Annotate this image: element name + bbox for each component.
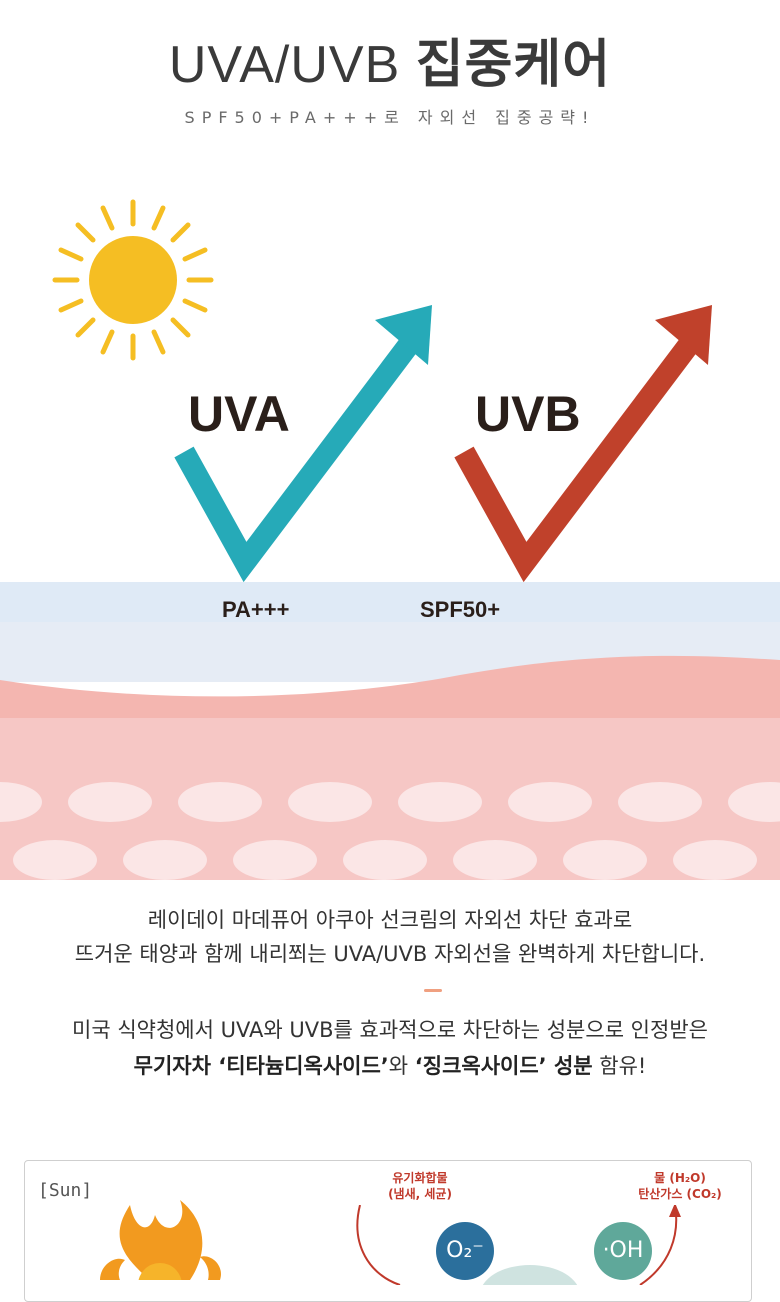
organic-compound-line-2: (냄새, 세균) xyxy=(388,1187,452,1201)
organic-compound-label: 유기화합물 (냄새, 세균) xyxy=(360,1170,480,1202)
uvb-rating: SPF50+ xyxy=(420,597,501,622)
title-latin: UVA/UVB xyxy=(168,36,401,94)
contains-text: 함유! xyxy=(592,1054,647,1078)
description-line-2: 뜨거운 태양과 함께 내리쬐는 UVA/UVB 자외선을 완벽하게 차단합니다. xyxy=(74,942,706,966)
air-layer-top xyxy=(0,582,780,622)
conjunction: 와 xyxy=(388,1054,415,1078)
ingredient-titanium: 무기자차 ‘티타늄디옥사이드’ xyxy=(133,1054,389,1078)
products-label: 물 (H₂O) 탄산가스 (CO₂) xyxy=(610,1170,750,1202)
water-label: 물 (H₂O) xyxy=(654,1171,706,1185)
description-line-4: 무기자차 ‘티타늄디옥사이드’와 ‘징크옥사이드’ 성분 함유! xyxy=(0,1049,780,1083)
title-korean: 집중케어 xyxy=(415,35,612,95)
sun-icon xyxy=(52,199,214,361)
page-subtitle: SPF50+PA+++로 자외선 집중공략! xyxy=(184,108,596,127)
description-line-1: 레이데이 마데퓨어 아쿠아 선크림의 자외선 차단 효과로 xyxy=(147,908,633,932)
reaction-arrows xyxy=(356,1205,681,1285)
organic-compound-line-1: 유기화합물 xyxy=(392,1171,448,1185)
uva-rating: PA+++ xyxy=(222,597,290,622)
divider xyxy=(424,989,442,992)
flaming-sun-icon xyxy=(100,1200,221,1280)
ingredient-zinc: ‘징크옥사이드’ 성분 xyxy=(414,1054,593,1078)
skin-cells xyxy=(0,782,780,880)
uva-check-arrow-icon xyxy=(174,305,432,583)
superoxide-bubble: O₂⁻ xyxy=(436,1222,494,1280)
hydroxyl-bubble: ·OH xyxy=(594,1222,652,1280)
description-line-3: 미국 식약청에서 UVA와 UVB를 효과적으로 차단하는 성분으로 인정받은 xyxy=(72,1018,708,1042)
uv-illustration xyxy=(0,199,780,880)
uva-label: UVA xyxy=(188,386,290,442)
page-title: UVA/UVB 집중케어 xyxy=(0,22,780,97)
co2-label: 탄산가스 (CO₂) xyxy=(638,1187,722,1201)
sun-tag: [Sun] xyxy=(38,1180,93,1201)
uvb-label: UVB xyxy=(475,386,581,442)
uvb-check-arrow-icon xyxy=(454,305,712,583)
